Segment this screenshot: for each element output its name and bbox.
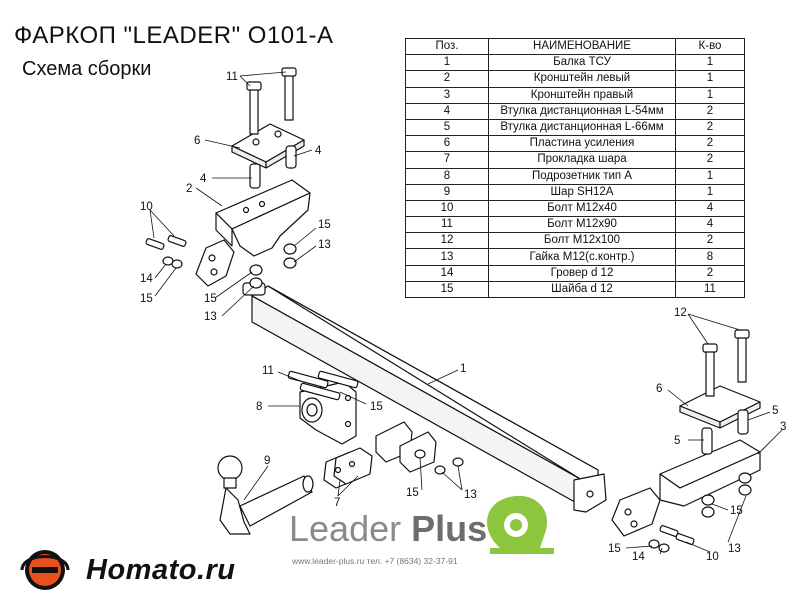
center-bolts [287,370,359,401]
tow-beam [242,282,607,513]
socket-plate [299,381,357,445]
callout-15-bracket: 15 [318,219,331,231]
left-fasteners [145,235,297,289]
cell-name: Шайба d 12 [488,280,676,299]
cell-name: Кронштейн левый [488,70,676,88]
callout-2: 2 [186,183,192,195]
cell-name: Втулка дистанционная L-54мм [488,102,676,120]
callout-15-beam: 15 [204,293,217,305]
left-bolts-and-bushings [246,67,297,189]
callout-13-beam: 13 [204,311,217,323]
cell-name: Кронштейн правый [488,86,676,104]
callout-13-bracket: 13 [318,239,331,251]
callout-14-left: 14 [140,273,153,285]
callout-3: 3 [780,421,786,433]
homato-wordmark: Homato.ru [86,554,236,586]
cell-position: 15 [405,280,489,299]
callout-15-right: 15 [730,505,743,517]
leader-plus-logo-icon [487,495,554,554]
page-subtitle: Схема сборки [22,58,152,80]
page-title: ФАРКОП "LEADER" O101-A [14,22,334,49]
leader-wordmark-part1: Leader [289,508,412,549]
cell-name: Болт М12х40 [488,199,676,218]
callout-1: 1 [460,363,466,375]
callout-11-center: 11 [262,365,274,377]
callout-14-right: 14 [632,551,645,563]
leader-plus-wordmark: Leader Plus [289,508,487,550]
callout-6-right: 6 [656,383,662,395]
callout-11-top-left: 11 [226,71,238,83]
ball-spacers [323,447,373,489]
left-bracket [195,179,311,287]
contact-line: www.leader-plus.ru тел. +7 (8634) 32-37-… [292,556,458,566]
callout-15-bottom-right: 15 [608,543,621,555]
callout-4-left: 4 [200,173,207,185]
tow-ball [217,455,314,535]
callout-4-right: 4 [315,145,322,157]
ball-mount-plates [375,421,464,475]
callout-6-left: 6 [194,135,200,147]
callout-8: 8 [256,401,262,413]
callout-5-left: 5 [674,435,680,447]
callout-15-left: 15 [140,293,153,305]
callout-12: 12 [674,307,687,319]
callout-13-right: 13 [728,543,741,555]
cell-quantity: 11 [675,280,745,299]
right-bolts-and-bushings [648,329,752,553]
leader-wordmark-part2: Plus [411,508,488,549]
callout-10-right: 10 [706,551,719,563]
leader-lines [149,71,783,555]
right-reinforcement-plate [679,385,761,429]
right-bracket [611,439,761,537]
callout-7: 7 [334,497,340,509]
cell-name: Гайка М12(с.контр.) [488,248,676,266]
callout-13-center: 13 [464,489,477,501]
cell-quantity: 2 [675,102,745,120]
callout-10-left: 10 [140,201,153,213]
callout-5-right: 5 [772,405,778,417]
callout-15-center: 15 [406,487,419,499]
cell-name: Пластина усиления [488,135,676,153]
cell-position: 12 [405,232,489,250]
homato-logo-icon [20,550,70,590]
cell-name: Болт М12х100 [488,232,676,250]
callout-15-socket: 15 [370,401,383,413]
callout-9: 9 [264,455,270,467]
callout-labels: 11 6 4 4 2 10 14 15 15 13 15 13 1 11 8 1… [140,71,786,563]
